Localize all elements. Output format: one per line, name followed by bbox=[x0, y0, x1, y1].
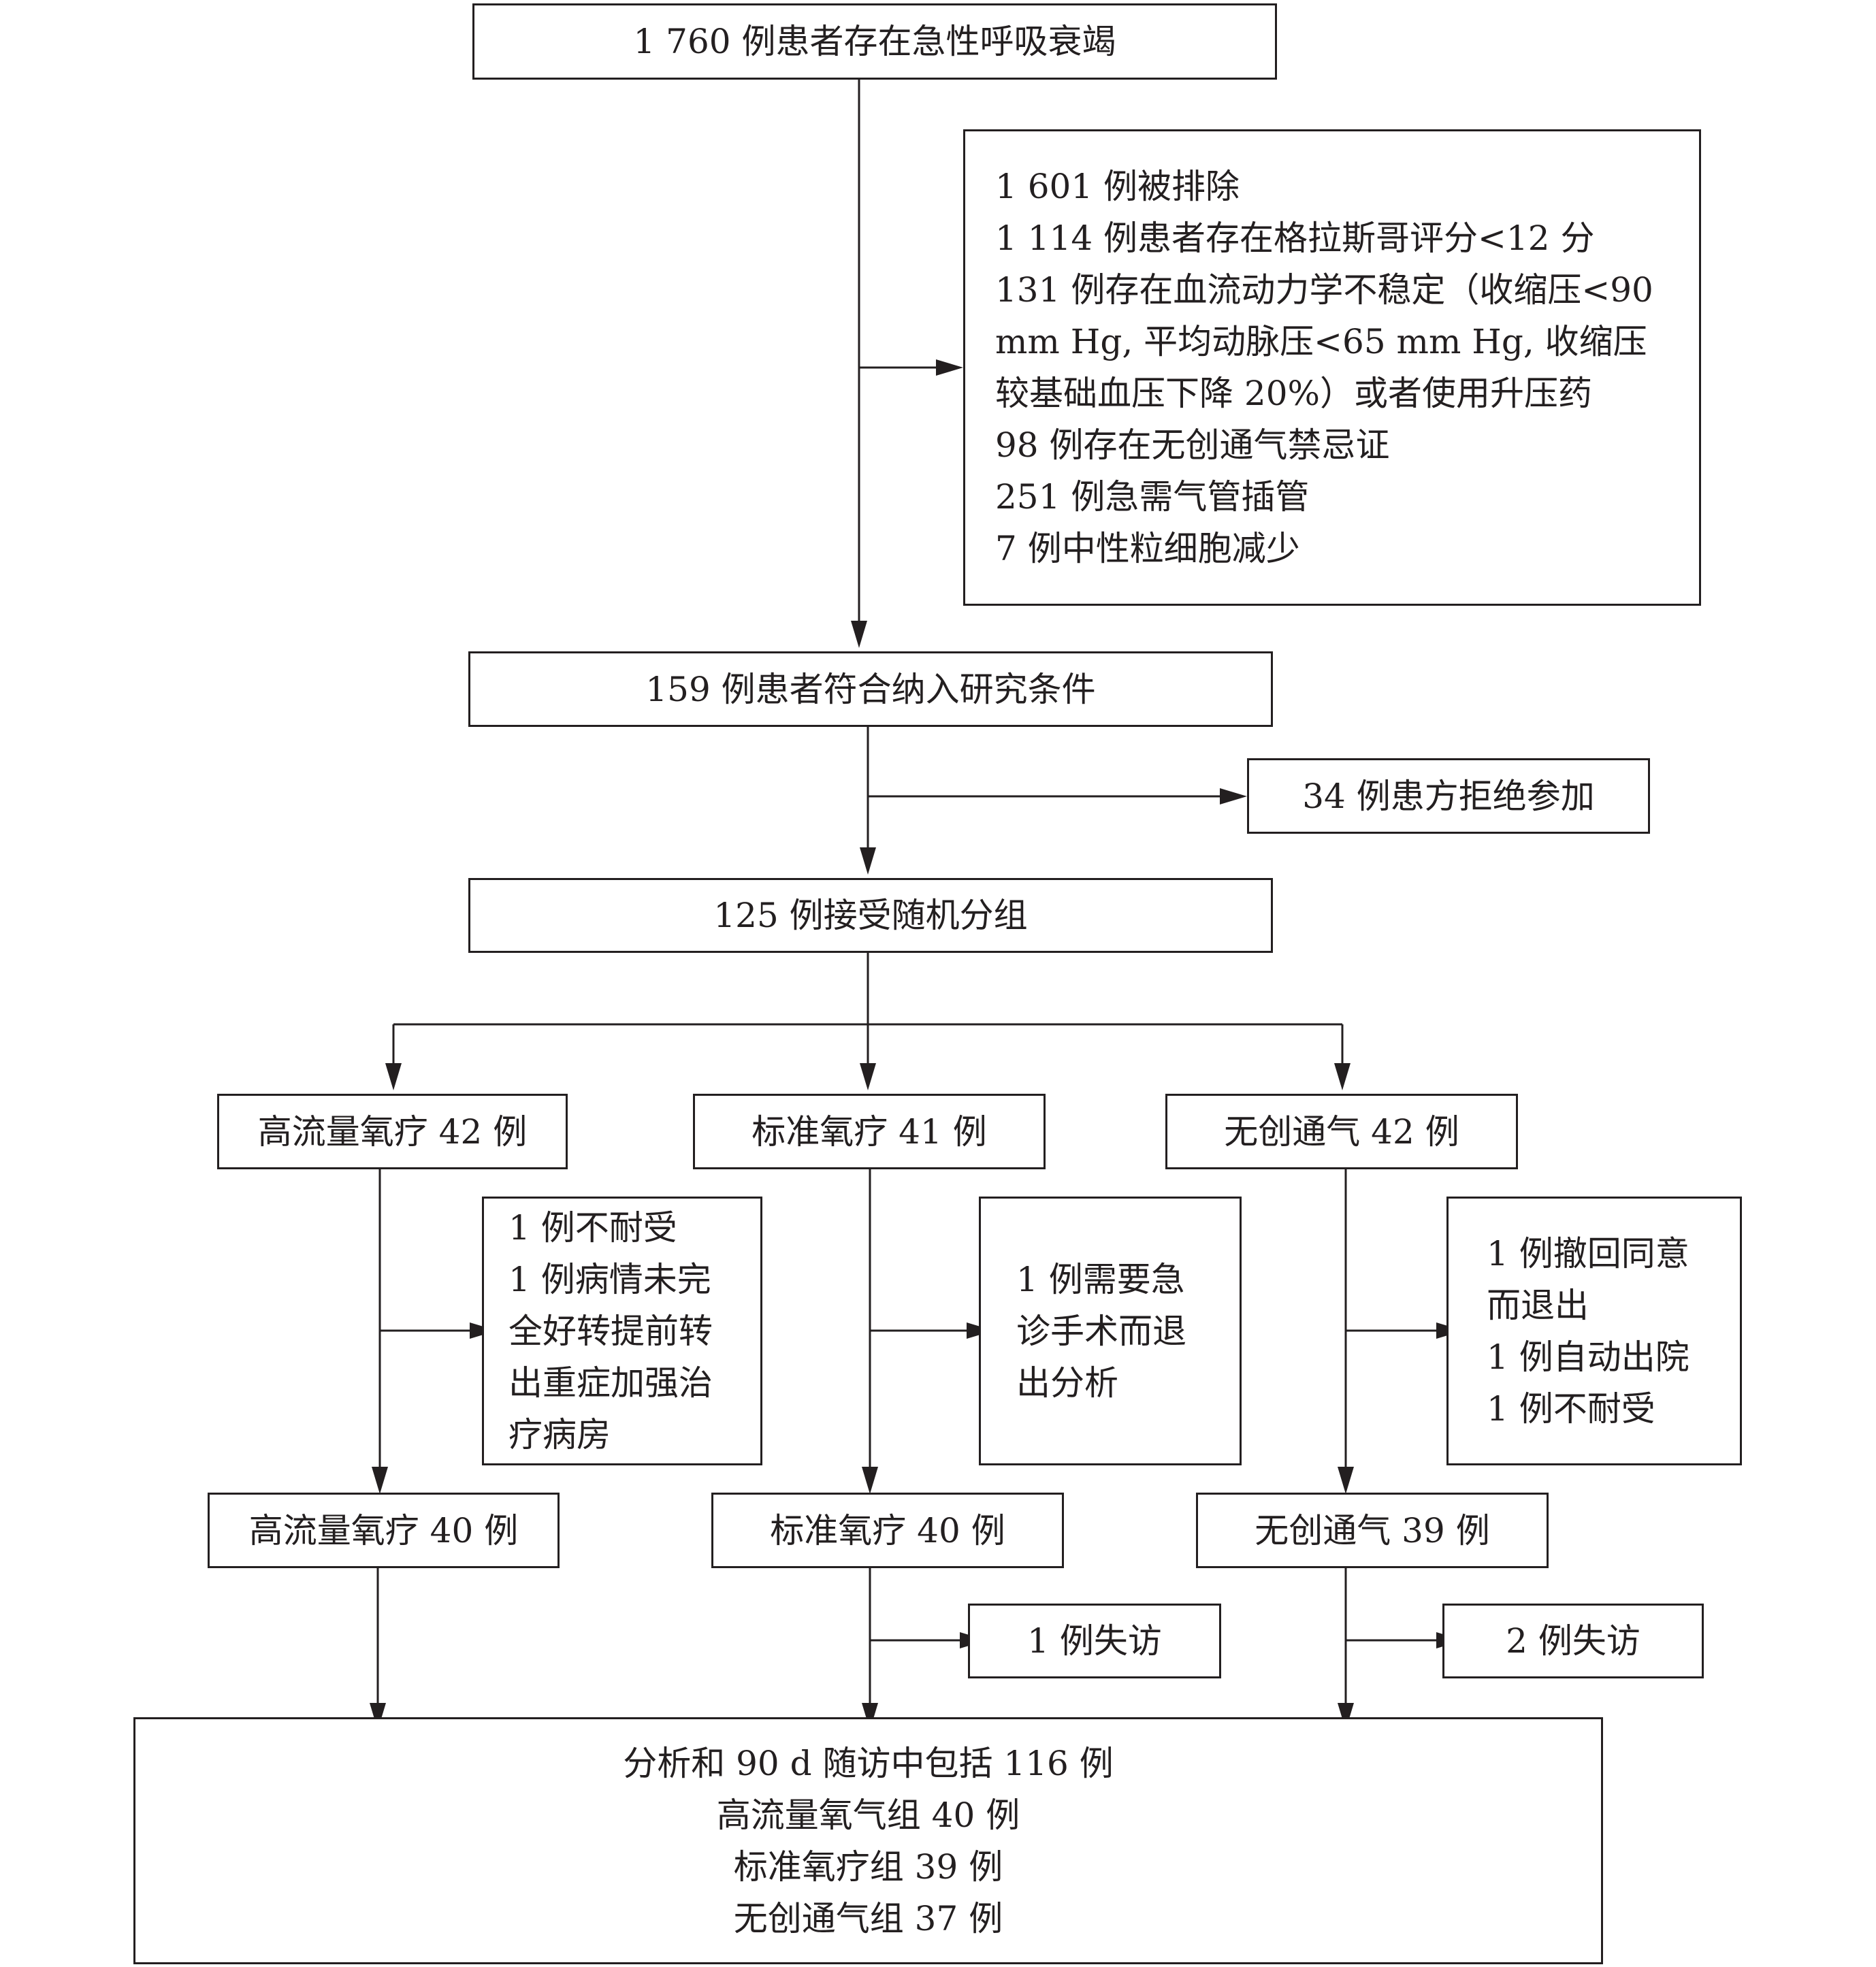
lost-niv-text: 2 例失访 bbox=[1506, 1621, 1640, 1661]
arrowhead bbox=[851, 621, 867, 648]
arrowhead bbox=[1338, 1467, 1354, 1494]
box-arm-std: 标准氧疗 41 例 bbox=[693, 1094, 1046, 1169]
excluded-line: 7 例中性粒细胞减少 bbox=[995, 529, 1300, 568]
excluded-line: 131 例存在血流动力学不稳定（收缩压<90 bbox=[995, 270, 1653, 310]
box-total-text: 1 760 例患者存在急性呼吸衰竭 bbox=[633, 22, 1116, 61]
box-final: 分析和 90 d 随访中包括 116 例 高流量氧气组 40 例 标准氧疗组 3… bbox=[133, 1717, 1603, 1964]
drop-hfo-line: 疗病房 bbox=[508, 1414, 611, 1454]
after-hfo-text: 高流量氧疗 40 例 bbox=[248, 1510, 519, 1550]
box-lost-std: 1 例失访 bbox=[968, 1604, 1221, 1678]
box-drop-std: 1 例需要急 诊手术而退 出分析 bbox=[979, 1197, 1242, 1465]
box-randomized: 125 例接受随机分组 bbox=[468, 878, 1273, 953]
box-arm-niv: 无创通气 42 例 bbox=[1165, 1094, 1518, 1169]
final-line: 高流量氧气组 40 例 bbox=[716, 1795, 1020, 1835]
excluded-line: 较基础血压下降 20%）或者使用升压药 bbox=[995, 374, 1593, 413]
arrowhead bbox=[1334, 1063, 1351, 1090]
arrowhead bbox=[860, 1063, 876, 1090]
drop-std-line: 1 例需要急 bbox=[1016, 1259, 1185, 1299]
after-std-text: 标准氧疗 40 例 bbox=[770, 1510, 1005, 1550]
excluded-line: 251 例急需气管插管 bbox=[995, 477, 1310, 517]
box-after-niv: 无创通气 39 例 bbox=[1196, 1493, 1549, 1568]
excluded-line: mm Hg, 平均动脉压<65 mm Hg, 收缩压 bbox=[995, 322, 1647, 361]
drop-hfo-line: 全好转提前转 bbox=[508, 1311, 713, 1351]
arrowhead bbox=[936, 359, 963, 376]
box-drop-hfo: 1 例不耐受 1 例病情未完 全好转提前转 出重症加强治 疗病房 bbox=[482, 1197, 762, 1465]
drop-std-line: 诊手术而退 bbox=[1016, 1311, 1186, 1351]
drop-niv-line: 1 例不耐受 bbox=[1487, 1388, 1655, 1429]
box-refused-text: 34 例患方拒绝参加 bbox=[1302, 776, 1595, 816]
arm-niv-text: 无创通气 42 例 bbox=[1224, 1111, 1459, 1152]
arrowhead bbox=[860, 847, 876, 875]
box-eligible-text: 159 例患者符合纳入研究条件 bbox=[645, 669, 1096, 709]
final-line: 分析和 90 d 随访中包括 116 例 bbox=[623, 1743, 1114, 1783]
drop-niv-line: 而退出 bbox=[1487, 1285, 1589, 1325]
box-arm-hfo: 高流量氧疗 42 例 bbox=[217, 1094, 568, 1169]
drop-niv-line: 1 例自动出院 bbox=[1487, 1337, 1689, 1377]
box-lost-niv: 2 例失访 bbox=[1442, 1604, 1704, 1678]
excluded-line: 1 601 例被排除 bbox=[995, 167, 1240, 206]
final-line: 无创通气组 37 例 bbox=[733, 1898, 1003, 1938]
after-niv-text: 无创通气 39 例 bbox=[1255, 1510, 1490, 1550]
lost-std-text: 1 例失访 bbox=[1027, 1621, 1162, 1661]
box-refused: 34 例患方拒绝参加 bbox=[1247, 758, 1650, 834]
arrowhead bbox=[862, 1703, 878, 1730]
box-drop-niv: 1 例撤回同意 而退出 1 例自动出院 1 例不耐受 bbox=[1446, 1197, 1742, 1465]
drop-hfo-line: 1 例不耐受 bbox=[508, 1207, 677, 1248]
excluded-line: 1 114 例患者存在格拉斯哥评分<12 分 bbox=[995, 218, 1595, 258]
arrowhead bbox=[372, 1467, 388, 1494]
box-after-hfo: 高流量氧疗 40 例 bbox=[208, 1493, 560, 1568]
drop-hfo-line: 1 例病情未完 bbox=[508, 1259, 711, 1299]
box-excluded: 1 601 例被排除 1 114 例患者存在格拉斯哥评分<12 分 131 例存… bbox=[963, 129, 1701, 606]
drop-hfo-line: 出重症加强治 bbox=[508, 1363, 713, 1403]
box-eligible: 159 例患者符合纳入研究条件 bbox=[468, 651, 1273, 727]
drop-niv-line: 1 例撤回同意 bbox=[1487, 1233, 1689, 1273]
arrowhead bbox=[862, 1467, 878, 1494]
arrowhead bbox=[1338, 1703, 1354, 1730]
box-randomized-text: 125 例接受随机分组 bbox=[713, 896, 1028, 935]
arm-hfo-text: 高流量氧疗 42 例 bbox=[257, 1111, 528, 1152]
box-total: 1 760 例患者存在急性呼吸衰竭 bbox=[472, 3, 1277, 80]
arrowhead bbox=[370, 1703, 386, 1730]
arrowhead bbox=[385, 1063, 402, 1090]
box-after-std: 标准氧疗 40 例 bbox=[711, 1493, 1064, 1568]
drop-std-line: 出分析 bbox=[1016, 1363, 1118, 1403]
final-line: 标准氧疗组 39 例 bbox=[733, 1847, 1003, 1887]
arm-std-text: 标准氧疗 41 例 bbox=[751, 1111, 987, 1152]
arrowhead bbox=[1220, 788, 1247, 804]
excluded-line: 98 例存在无创通气禁忌证 bbox=[995, 425, 1390, 465]
